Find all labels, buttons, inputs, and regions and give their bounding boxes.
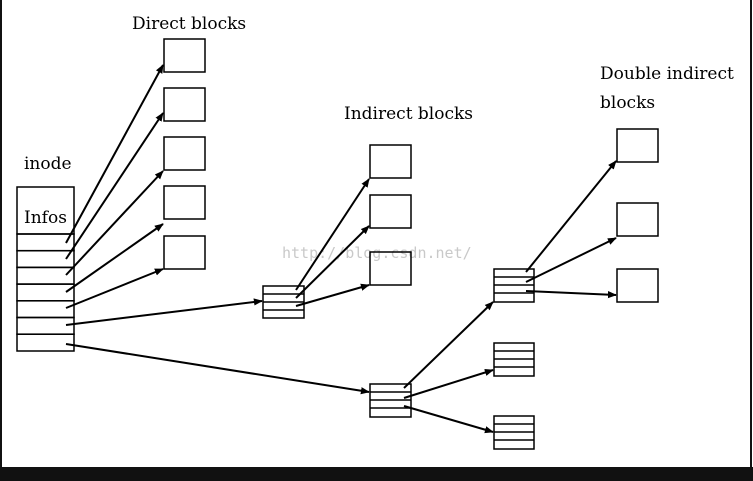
pointer-arrow — [295, 283, 370, 307]
pointer-arrow — [65, 64, 164, 244]
inode-pointer-slot — [16, 249, 75, 269]
double-indirect-data-block — [616, 268, 659, 303]
watermark-text: http://blog.csdn.net/ — [282, 244, 472, 262]
inode-pointer-slot — [16, 333, 75, 352]
pointer-arrow — [65, 298, 263, 326]
direct-data-block — [163, 87, 206, 122]
double-indirect-label-line2: blocks — [600, 93, 655, 113]
pointer-arrow — [65, 223, 164, 293]
inode-pointer-slot — [16, 266, 75, 285]
double-indirect-pointer-block — [369, 383, 412, 418]
double-indirect-data-block — [616, 128, 659, 163]
frame-bottom-bar — [0, 467, 753, 481]
pointer-arrow — [65, 170, 164, 276]
inode-box — [16, 186, 75, 352]
pointer-arrow — [295, 225, 370, 299]
inode-pointer-slot — [16, 300, 75, 319]
direct-blocks-label: Direct blocks — [132, 14, 246, 34]
inode-pointer-slot — [16, 283, 75, 302]
direct-data-block — [163, 38, 206, 73]
inode-pointer-slot — [16, 316, 75, 335]
pointer-arrow — [403, 405, 494, 434]
pointer-arrow — [65, 268, 164, 309]
indirect-blocks-label: Indirect blocks — [344, 104, 473, 124]
direct-data-block — [163, 235, 206, 270]
indirect-data-block — [369, 144, 412, 179]
double-indirect-label-line1: Double indirect — [600, 64, 734, 84]
single-indirect-pointer-block — [262, 285, 305, 319]
pointer-arrow — [65, 343, 370, 395]
double-indirect-second-level-block — [493, 268, 535, 303]
pointer-arrow — [525, 237, 617, 283]
double-indirect-second-level-block — [493, 342, 535, 377]
indirect-data-block — [369, 194, 412, 229]
pointer-arrow — [525, 160, 617, 273]
pointer-arrow — [403, 368, 494, 399]
pointer-arrow — [525, 290, 617, 299]
direct-data-block — [163, 185, 206, 220]
inode-label: inode — [24, 154, 72, 174]
double-indirect-second-level-block — [493, 415, 535, 450]
pointer-arrow — [295, 178, 370, 291]
pointer-arrow — [65, 112, 164, 260]
indirect-data-block — [369, 251, 412, 286]
double-indirect-data-block — [616, 202, 659, 237]
pointer-arrow — [403, 301, 494, 389]
direct-data-block — [163, 136, 206, 171]
infos-label: Infos — [24, 208, 67, 228]
